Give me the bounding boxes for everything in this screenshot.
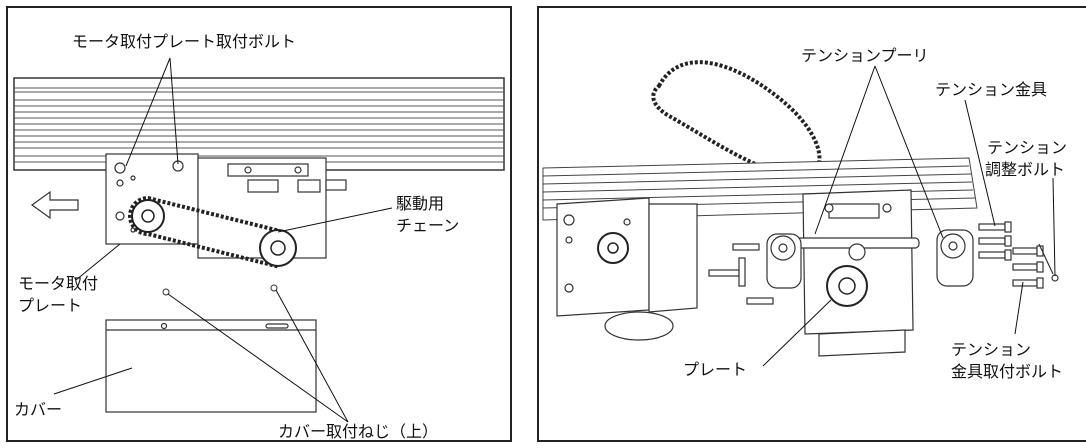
label-cover: カバー: [14, 400, 63, 419]
motor-housing: [604, 203, 698, 341]
cover-screw-right: [270, 284, 278, 292]
motor-sprocket: [597, 232, 629, 264]
right-diagram-panel: テンションプーリ テンション金具 テンション 調整ボルト プレート テンション …: [537, 6, 1086, 442]
tension-plate: [788, 189, 920, 357]
label-tension-bracket: テンション金具: [935, 80, 1048, 99]
drive-sprocket: [826, 265, 868, 307]
drive-sprocket: [259, 229, 297, 267]
label-tension-pulley: テンションプーリ: [801, 46, 929, 65]
cover-screw-left: [162, 288, 170, 296]
label-plate: プレート: [683, 360, 748, 379]
tension-pulley-left: [766, 233, 802, 289]
direction-arrow-icon: [30, 190, 79, 220]
label-cover-screw: カバー取付ねじ（上）: [278, 422, 439, 441]
spare-chain-loop: [651, 60, 822, 179]
left-diagram-drawing: [13, 57, 505, 423]
conveyor-rail: [13, 77, 505, 171]
label-tension-bracket-bolt-line1: テンション: [951, 340, 1032, 359]
side-bolts: [708, 243, 774, 305]
leader-lines: [53, 57, 393, 423]
label-tension-bracket-bolt-line2: 金具取付ボルト: [951, 362, 1064, 381]
cover-part: [105, 319, 317, 413]
label-motor-plate-line2: プレート: [18, 296, 83, 315]
label-drive-chain-line2: チェーン: [396, 216, 460, 235]
motor-sprocket: [131, 199, 165, 233]
label-motor-plate-bolt: モータ取付プレート取付ボルト: [72, 32, 297, 51]
tension-pulley-right: [936, 229, 974, 287]
drive-housing: [197, 157, 347, 259]
left-diagram-panel: モータ取付プレート取付ボルト 駆動用 チェーン モータ取付 プレート カバー カ…: [6, 6, 512, 442]
label-motor-plate-line1: モータ取付: [18, 274, 99, 293]
leader-lines: [762, 65, 1056, 367]
tension-bracket-bolts: [978, 221, 1059, 289]
label-drive-chain-line1: 駆動用: [396, 194, 445, 213]
label-tension-adjust-line1: テンション: [987, 138, 1068, 157]
right-diagram-drawing: [542, 60, 1059, 367]
label-tension-adjust-line2: 調整ボルト: [985, 160, 1066, 179]
